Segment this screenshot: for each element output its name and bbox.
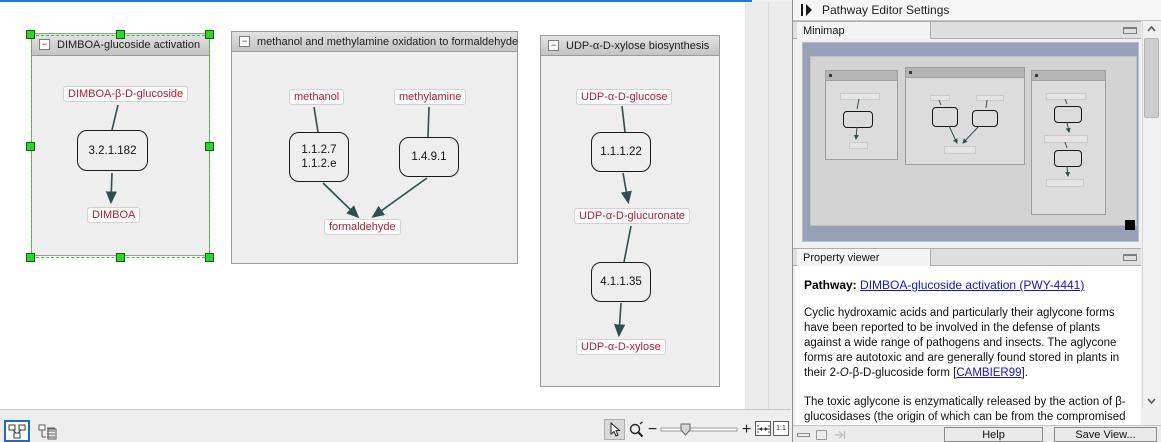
- zoom-slider[interactable]: [660, 422, 739, 438]
- select-tool-button[interactable]: [604, 419, 625, 440]
- enzyme-label: 4.1.1.35: [600, 276, 642, 288]
- zoom-slider-thumb: [680, 423, 691, 436]
- side-panel-footer: Help Save View...: [793, 425, 1161, 442]
- minimap-pathway-c: [1031, 70, 1106, 215]
- reference-link[interactable]: CAMBIER99: [956, 367, 1022, 379]
- paragraph-text: ].: [1021, 367, 1028, 379]
- pathway-view-button[interactable]: [4, 420, 30, 442]
- enzyme-node[interactable]: 1.4.9.1: [399, 137, 459, 177]
- collapse-icon[interactable]: −: [39, 39, 50, 50]
- italic-o: O: [839, 367, 849, 379]
- chevron-down-icon: [1147, 397, 1156, 404]
- selection-handle-e[interactable]: [205, 142, 214, 151]
- editor-bottom-toolbar: − + 1:1: [0, 409, 791, 442]
- fit-width-icon: [757, 424, 769, 433]
- zoom-out-button[interactable]: −: [647, 420, 658, 438]
- selection-handle-s[interactable]: [116, 253, 125, 262]
- pathway-canvas[interactable]: − DIMBOA-glucoside activation DIMBOA-β-D…: [0, 2, 746, 409]
- pathway-box-header[interactable]: − UDP-α-D-xylose biosynthesis: [541, 36, 719, 56]
- minimap-tab[interactable]: Minimap: [797, 22, 931, 39]
- property-viewer-section-bar[interactable]: Property viewer: [793, 248, 1141, 266]
- selection-handle-n[interactable]: [116, 30, 125, 39]
- cursor-icon: [610, 422, 621, 437]
- enzyme-node[interactable]: 1.1.1.22: [591, 132, 651, 172]
- selection-handle-se[interactable]: [205, 253, 214, 262]
- property-viewer-content: Pathway: DIMBOA-glucoside activation (PW…: [795, 266, 1141, 425]
- selection-handle-ne[interactable]: [205, 30, 214, 39]
- active-view-accent-line: [0, 0, 752, 2]
- pathway-box-header[interactable]: − methanol and methylamine oxidation to …: [232, 32, 519, 52]
- metabolite-node[interactable]: methylamine: [394, 89, 467, 105]
- selection-handle-sw[interactable]: [26, 253, 35, 262]
- enzyme-label: 1.1.1.22: [600, 146, 642, 158]
- property-viewer-tab[interactable]: Property viewer: [797, 249, 931, 266]
- metabolite-node[interactable]: UDP-α-D-xylose: [576, 339, 666, 355]
- property-viewer-tab-label: Property viewer: [803, 251, 880, 264]
- one-to-one-zoom-button[interactable]: 1:1: [773, 421, 789, 436]
- canvas-side-gutter: [746, 2, 792, 410]
- magnifier-icon: [629, 420, 644, 437]
- minimap-pathway-a: [825, 70, 898, 160]
- scroll-down-button[interactable]: [1143, 393, 1160, 408]
- pathway-title: UDP-α-D-xylose biosynthesis: [566, 39, 710, 52]
- metabolite-node[interactable]: formaldehyde: [324, 219, 401, 235]
- help-button[interactable]: Help: [944, 427, 1043, 442]
- minimap-pathway-b: [905, 67, 1025, 165]
- collapse-icon[interactable]: −: [548, 40, 559, 51]
- minimap-section-bar[interactable]: Minimap: [793, 21, 1141, 39]
- panel-collapse-icon: [801, 4, 812, 16]
- scroll-up-button[interactable]: [1143, 21, 1160, 36]
- chevron-up-icon: [1147, 25, 1156, 32]
- save-view-button[interactable]: Save View...: [1054, 427, 1157, 442]
- zoom-in-button[interactable]: +: [741, 420, 752, 438]
- pathway-box-methanol[interactable]: − methanol and methylamine oxidation to …: [231, 31, 518, 264]
- metabolite-node[interactable]: DIMBOA-β-D-glucoside: [63, 86, 189, 102]
- fit-width-button[interactable]: [755, 421, 771, 436]
- minimap-tab-label: Minimap: [803, 24, 845, 37]
- paragraph-text: Cyclic hydroxamic acids and particularly…: [804, 307, 1120, 379]
- side-panel-header[interactable]: Pathway Editor Settings: [793, 0, 1161, 21]
- side-panel: Pathway Editor Settings Minimap: [792, 0, 1161, 442]
- text-view-icon: [38, 424, 57, 439]
- collapse-panel-icon[interactable]: [797, 433, 810, 437]
- selection-handle-nw[interactable]: [26, 30, 35, 39]
- pathway-link[interactable]: DIMBOA-glucoside activation (PWY-4441): [860, 278, 1085, 292]
- pathway-box-udp-xylose[interactable]: − UDP-α-D-xylose biosynthesis UDP-α-D-gl…: [540, 35, 720, 387]
- pathway-title: methanol and methylamine oxidation to fo…: [257, 35, 519, 48]
- zoom-tool-button[interactable]: [627, 419, 646, 440]
- enzyme-node[interactable]: 1.1.2.7 1.1.2.e: [289, 132, 349, 182]
- scrollbar-thumb[interactable]: [1144, 38, 1159, 118]
- enzyme-label: 3.2.1.182: [88, 144, 137, 157]
- selection-handle-w[interactable]: [26, 142, 35, 151]
- description-paragraph-1: Cyclic hydroxamic acids and particularly…: [804, 306, 1131, 381]
- enzyme-label: 1.1.2.7: [301, 144, 337, 156]
- property-viewer-minimize-icon[interactable]: [1123, 254, 1137, 261]
- minimap-viewport-handle[interactable]: [1125, 220, 1135, 230]
- paragraph-text: -β-D-glucoside form [: [848, 367, 957, 379]
- enzyme-node[interactable]: 4.1.1.35: [591, 262, 651, 302]
- gutter-line: [768, 2, 769, 410]
- panel-title: Pathway Editor Settings: [822, 3, 950, 17]
- enzyme-node[interactable]: 3.2.1.182: [77, 130, 148, 171]
- metabolite-node[interactable]: UDP-α-D-glucose: [576, 89, 673, 105]
- enzyme-label: 1.1.2.e: [301, 158, 337, 170]
- pathway-view-icon: [8, 424, 26, 438]
- text-view-button[interactable]: [36, 422, 59, 441]
- collapse-icon[interactable]: −: [239, 36, 250, 47]
- metabolite-node[interactable]: UDP-α-D-glucuronate: [574, 208, 691, 224]
- enzyme-label: 1.4.9.1: [411, 151, 447, 163]
- pathway-title: DIMBOA-glucoside activation: [57, 38, 201, 51]
- description-paragraph-2: The toxic aglycone is enzymatically rele…: [804, 396, 1126, 423]
- pathway-field-label: Pathway:: [804, 278, 857, 292]
- panel-scrollbar[interactable]: [1142, 21, 1159, 408]
- float-panel-icon[interactable]: [816, 430, 827, 440]
- minimap-world[interactable]: [810, 56, 1137, 230]
- pathway-box-dimboa[interactable]: − DIMBOA-glucoside activation DIMBOA-β-D…: [31, 33, 210, 256]
- pathway-box-header[interactable]: − DIMBOA-glucoside activation: [32, 34, 209, 56]
- minimap-minimize-icon[interactable]: [1123, 27, 1137, 34]
- metabolite-node[interactable]: methanol: [289, 89, 345, 105]
- dock-panel-icon[interactable]: [834, 430, 846, 440]
- metabolite-node[interactable]: DIMBOA: [87, 207, 141, 223]
- minimap[interactable]: [802, 42, 1139, 242]
